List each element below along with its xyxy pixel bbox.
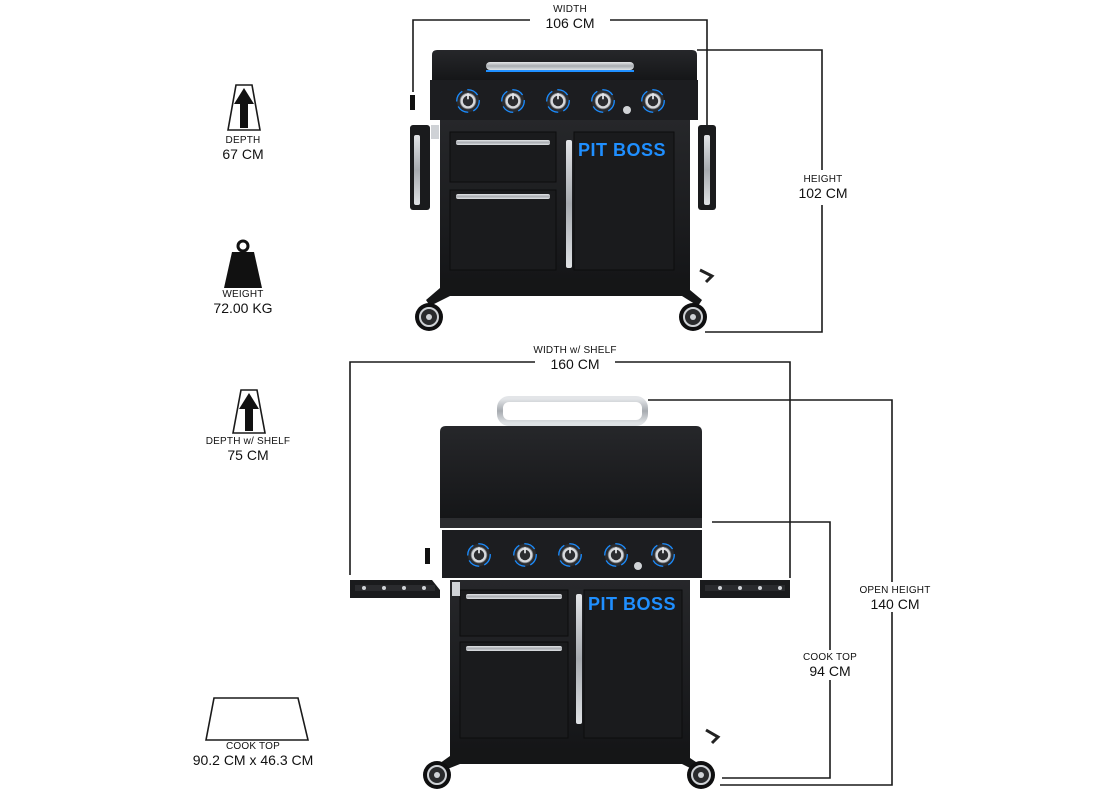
lid-handle bbox=[497, 396, 648, 426]
burner-knob-icon bbox=[651, 543, 675, 567]
wheel-icon bbox=[414, 302, 444, 332]
burner-knob-icon bbox=[513, 543, 537, 567]
width-shelf-label: WIDTH w/ SHELF 160 CM bbox=[520, 345, 630, 372]
weight-value: 72.00 KG bbox=[213, 299, 273, 316]
igniter-button-icon bbox=[623, 106, 631, 114]
burner-knob-icon bbox=[558, 543, 582, 567]
brand-logo: PIT BOSS bbox=[578, 140, 666, 160]
open-height-value: 140 CM bbox=[870, 595, 920, 612]
drawer-handle bbox=[456, 194, 550, 199]
brand-logo: PIT BOSS bbox=[588, 594, 676, 614]
lid-handle bbox=[486, 62, 634, 70]
depth-arrow-icon bbox=[232, 389, 266, 434]
wheel-icon bbox=[422, 760, 452, 790]
burner-knob-icon bbox=[546, 89, 570, 113]
height-dimension-line bbox=[697, 49, 823, 333]
open-height-caption: OPEN HEIGHT bbox=[859, 585, 931, 596]
burner-knob-icon bbox=[604, 543, 628, 567]
drawer-handle bbox=[466, 594, 562, 599]
grill-open-illustration: PIT BOSS bbox=[350, 396, 790, 790]
cooktop-area-value: 90.2 CM x 46.3 CM bbox=[192, 751, 314, 768]
cooktop-area-caption: COOK TOP bbox=[225, 741, 281, 752]
cooktop-height-caption: COOK TOP bbox=[802, 652, 858, 663]
weight-caption: WEIGHT bbox=[222, 289, 264, 300]
depth-arrow-icon bbox=[227, 84, 261, 131]
width-value: 106 CM bbox=[545, 14, 595, 31]
weight-icon bbox=[224, 239, 262, 288]
width-caption: WIDTH bbox=[553, 4, 587, 15]
grill-closed-illustration: PIT BOSS bbox=[410, 50, 716, 332]
depth-caption: DEPTH bbox=[225, 135, 261, 146]
open-height-dimension-line bbox=[648, 399, 893, 786]
width-shelf-dimension-line bbox=[349, 361, 791, 578]
width-shelf-caption: WIDTH w/ SHELF bbox=[533, 345, 617, 356]
cooktop-trapezoid-icon bbox=[205, 697, 310, 741]
depth-value: 67 CM bbox=[222, 145, 264, 162]
drawer-handle bbox=[466, 646, 562, 651]
height-value: 102 CM bbox=[798, 184, 848, 201]
burner-knob-icon bbox=[501, 89, 525, 113]
burner-knob-icon bbox=[591, 89, 615, 113]
open-height-label: OPEN HEIGHT 140 CM bbox=[850, 585, 940, 612]
depth-shelf-label: DEPTH w/ SHELF 75 CM bbox=[193, 436, 303, 463]
depth-shelf-value: 75 CM bbox=[227, 446, 269, 463]
depth-shelf-caption: DEPTH w/ SHELF bbox=[205, 436, 291, 447]
width-dimension-line bbox=[412, 19, 708, 125]
width-shelf-value: 160 CM bbox=[550, 355, 600, 372]
height-caption: HEIGHT bbox=[803, 174, 843, 185]
door-handle bbox=[576, 594, 582, 724]
igniter-button-icon bbox=[634, 562, 642, 570]
weight-label: WEIGHT 72.00 KG bbox=[193, 289, 293, 316]
cooktop-height-value: 94 CM bbox=[809, 662, 851, 679]
door-handle bbox=[566, 140, 572, 268]
burner-knob-icon bbox=[456, 89, 480, 113]
cooktop-height-dimension-line bbox=[712, 521, 831, 779]
width-label: WIDTH 106 CM bbox=[530, 4, 610, 31]
cooktop-area-label: COOK TOP 90.2 CM x 46.3 CM bbox=[178, 741, 328, 768]
drawer-handle bbox=[456, 140, 550, 145]
height-label: HEIGHT 102 CM bbox=[783, 174, 863, 201]
burner-knob-icon bbox=[467, 543, 491, 567]
burner-knob-icon bbox=[641, 89, 665, 113]
wheel-icon bbox=[686, 760, 716, 790]
wheel-icon bbox=[678, 302, 708, 332]
depth-label: DEPTH 67 CM bbox=[193, 135, 293, 162]
grill-lid-open bbox=[440, 426, 702, 518]
cooktop-height-label: COOK TOP 94 CM bbox=[795, 652, 865, 679]
